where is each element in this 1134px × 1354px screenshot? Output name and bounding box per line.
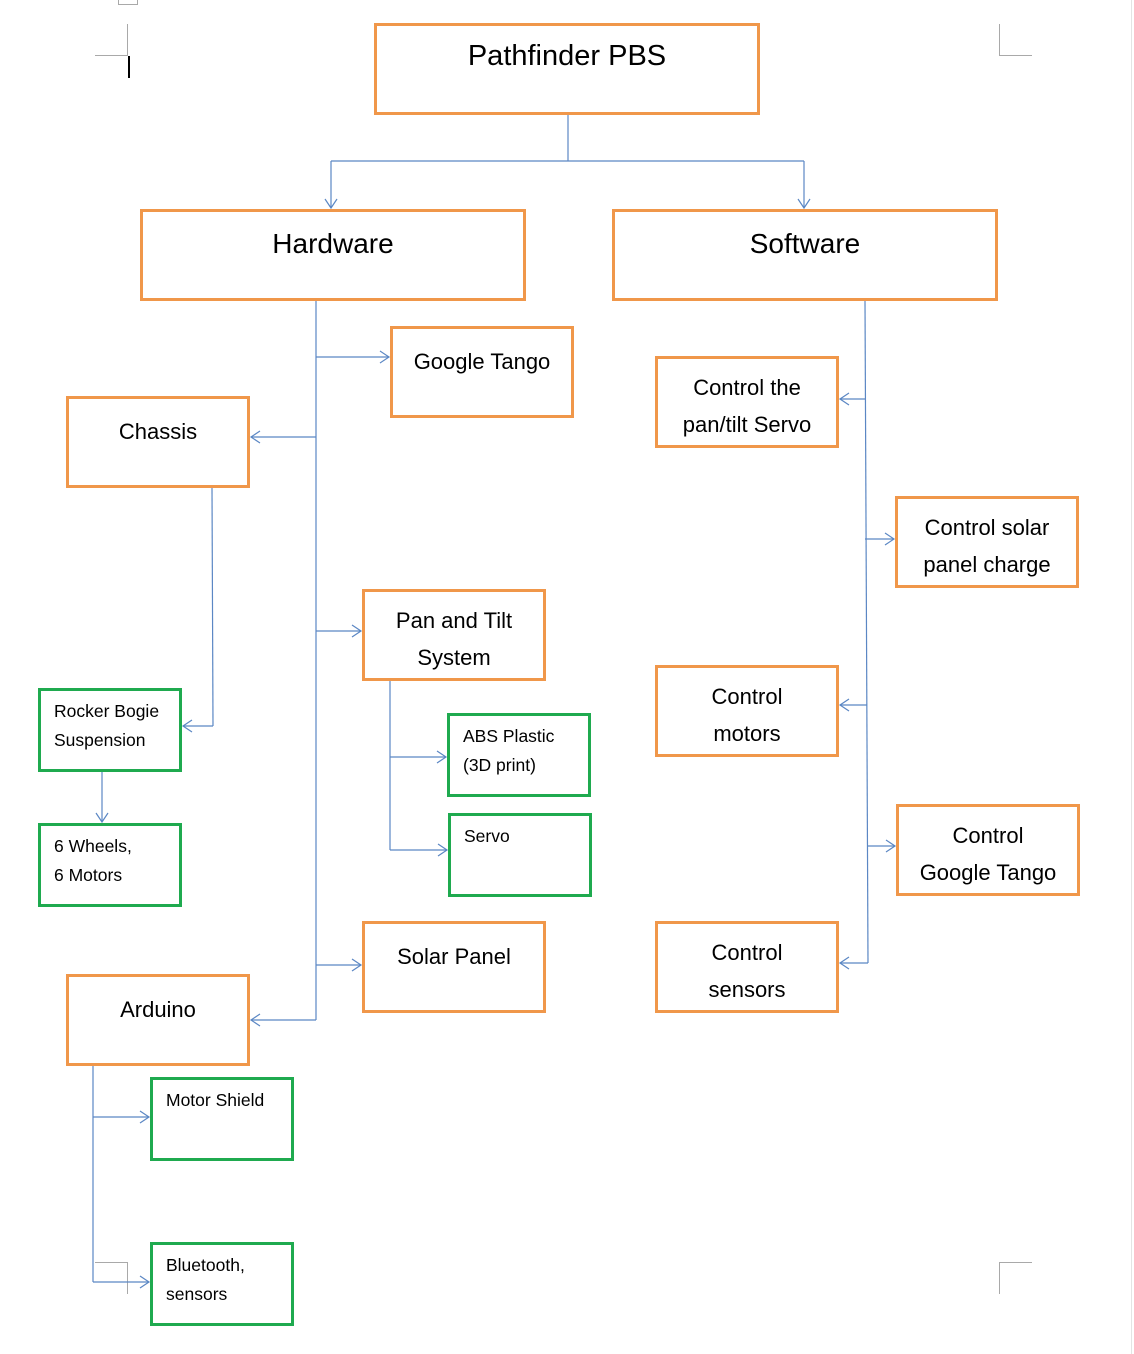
- connector-arrowhead: [436, 750, 448, 764]
- connector-arrowhead: [884, 532, 896, 546]
- connector-arrowhead: [324, 198, 338, 210]
- node-label: Control solar panel charge: [923, 515, 1051, 577]
- node-google-tango: Google Tango: [390, 326, 574, 418]
- node-control-solar: Control solar panel charge: [895, 496, 1079, 588]
- node-label: Bluetooth, sensors: [166, 1255, 245, 1304]
- node-label: ABS Plastic (3D print): [463, 726, 555, 775]
- text-cursor: [128, 56, 130, 78]
- node-wheels-motors: 6 Wheels, 6 Motors: [38, 823, 182, 907]
- node-label: Control the pan/tilt Servo: [682, 375, 812, 437]
- connector-arrowhead: [351, 624, 363, 638]
- node-label: Control motors: [711, 684, 783, 746]
- margin-corner-mark: [95, 24, 128, 56]
- node-label: Control Google Tango: [919, 823, 1057, 885]
- connector-arrowhead: [379, 350, 391, 364]
- node-root: Pathfinder PBS: [374, 23, 760, 115]
- node-label: Servo: [464, 826, 510, 846]
- connector-arrowhead: [797, 198, 811, 210]
- node-bluetooth-sensors: Bluetooth, sensors: [150, 1242, 294, 1326]
- connector-arrowhead: [351, 958, 363, 972]
- page-edge: [1131, 0, 1132, 1354]
- node-hardware: Hardware: [140, 209, 526, 301]
- node-control-sensors: Control sensors: [655, 921, 839, 1013]
- connector-arrowhead: [885, 839, 897, 853]
- connector-arrowhead: [838, 392, 850, 406]
- margin-corner-mark: [95, 1262, 128, 1294]
- connector-arrowhead: [249, 1013, 261, 1027]
- node-software: Software: [612, 209, 998, 301]
- node-label: Software: [749, 228, 861, 259]
- node-arduino: Arduino: [66, 974, 250, 1066]
- node-label: 6 Wheels, 6 Motors: [54, 836, 132, 885]
- node-chassis: Chassis: [66, 396, 250, 488]
- node-solar-panel: Solar Panel: [362, 921, 546, 1013]
- connector-line: [211, 487, 214, 727]
- margin-corner-mark: [999, 24, 1032, 56]
- node-label: Solar Panel: [397, 944, 511, 969]
- node-label: Arduino: [120, 997, 196, 1022]
- node-control-pan-tilt: Control the pan/tilt Servo: [655, 356, 839, 448]
- connector-arrowhead: [95, 812, 109, 824]
- node-label: Pan and Tilt System: [395, 608, 513, 670]
- connector-arrowhead: [437, 843, 449, 857]
- node-label: Hardware: [272, 228, 394, 259]
- node-servo: Servo: [448, 813, 592, 897]
- connector-arrowhead: [838, 698, 850, 712]
- node-label: Chassis: [118, 419, 198, 444]
- node-motor-shield: Motor Shield: [150, 1077, 294, 1161]
- margin-corner-mark: [999, 1262, 1032, 1294]
- node-label: Control sensors: [708, 940, 786, 1002]
- connector-line: [864, 300, 869, 964]
- connector-arrowhead: [139, 1110, 151, 1124]
- connector-arrowhead: [181, 719, 193, 733]
- node-control-motors: Control motors: [655, 665, 839, 757]
- connector-arrowhead: [139, 1275, 151, 1289]
- node-label: Google Tango: [413, 349, 551, 374]
- node-pan-tilt-system: Pan and Tilt System: [362, 589, 546, 681]
- node-rocker-bogie: Rocker Bogie Suspension: [38, 688, 182, 772]
- node-abs-plastic: ABS Plastic (3D print): [447, 713, 591, 797]
- page-top-mark: [118, 0, 138, 5]
- node-label: Pathfinder PBS: [467, 40, 667, 72]
- connector-arrowhead: [249, 430, 261, 444]
- connector-arrowhead: [838, 956, 850, 970]
- node-control-tango: Control Google Tango: [896, 804, 1080, 896]
- node-label: Rocker Bogie Suspension: [54, 701, 160, 750]
- node-label: Motor Shield: [166, 1090, 265, 1110]
